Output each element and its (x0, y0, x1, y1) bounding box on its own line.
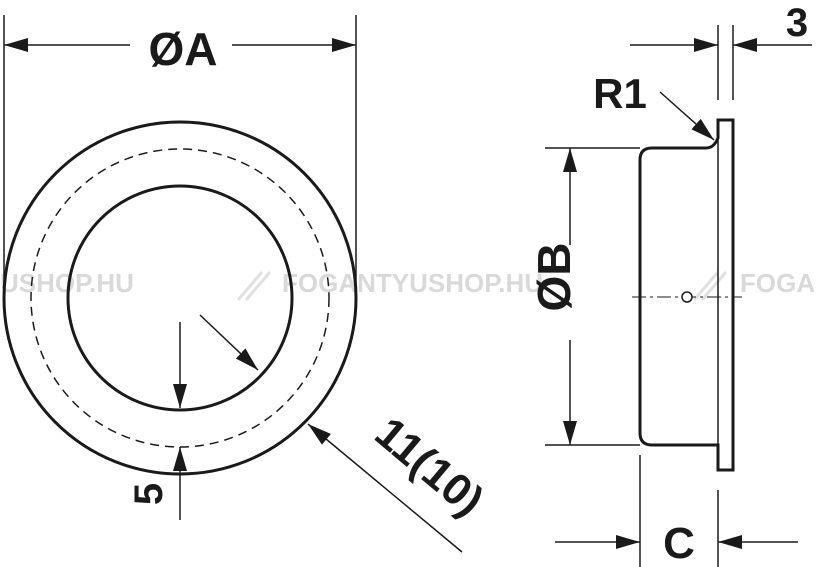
radius-label: R1 (593, 70, 647, 117)
center-hole (681, 291, 693, 303)
watermark-logo-icon-2 (692, 271, 728, 301)
depth-label: C (663, 519, 695, 567)
radius-leader-arrow (659, 91, 715, 141)
watermark-logo-icon (236, 271, 272, 301)
watermark-right-text: FOGA (740, 268, 815, 298)
inner-circle (66, 184, 294, 412)
watermark-center-text: FOGANTYUSHOP.HU (282, 268, 543, 298)
dim-a-label: ØA (149, 23, 218, 75)
side-view: ØB 3 R1 C (528, 1, 812, 567)
watermark: USHOP.HU FOGANTYUSHOP.HU FOGA (0, 268, 815, 301)
inner-diagonal-arrow (199, 314, 259, 371)
thickness-leader-arrow (307, 423, 463, 553)
dim-b-label: ØB (528, 243, 580, 312)
thickness-label: 11(10) (366, 408, 493, 526)
flange-label: 3 (786, 1, 808, 45)
part-profile (638, 118, 735, 472)
rim-label: 5 (127, 483, 171, 505)
outer-circle (2, 120, 358, 476)
